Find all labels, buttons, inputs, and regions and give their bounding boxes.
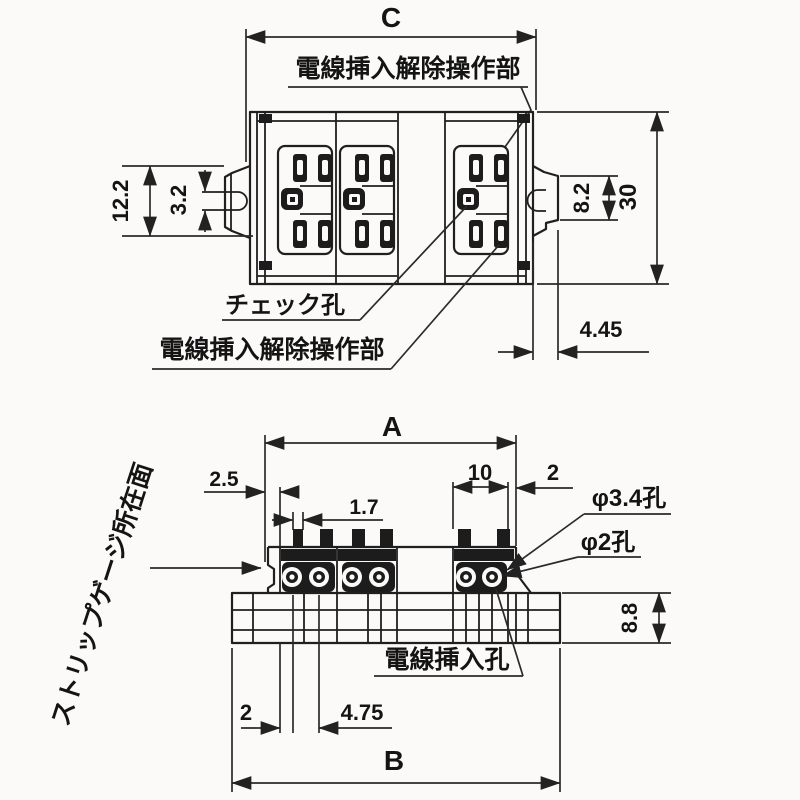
strip-gauge-label: ストリップゲージ所在面 [47, 460, 158, 730]
release-label-bottom: 電線挿入解除操作部 [159, 335, 384, 364]
dim-2-right-label: 2 [547, 460, 559, 485]
check-hole-2 [343, 188, 365, 210]
check-hole-label: チェック孔 [225, 292, 345, 319]
dim-12-2-label: 12.2 [108, 180, 133, 223]
terminal-tabs [293, 529, 510, 548]
front-upper-body [266, 529, 532, 594]
wire-hole-label: 電線挿入孔 [384, 645, 509, 674]
wire-hole-label-group: 電線挿入孔 [374, 588, 524, 677]
dim-8-8-label: 8.8 [617, 603, 642, 634]
dim-30-label: 30 [615, 184, 642, 211]
release-label-top: 電線挿入解除操作部 [295, 54, 520, 83]
pole-unit-3 [452, 144, 510, 256]
hole-2-label: φ2孔 [581, 529, 636, 556]
dim-8-2-group: 8.2 [560, 175, 618, 221]
dim-2-right-group: 2 [515, 460, 573, 495]
dim-c-label: C [381, 2, 401, 33]
check-hole-3 [457, 188, 479, 210]
dim-2-4-75-group: 2 4.75 [240, 595, 392, 735]
front-view: A 2.5 1.7 10 2 [47, 411, 671, 792]
dim-4-45-label: 4.45 [580, 317, 623, 342]
left-mounting-ear [202, 164, 251, 240]
dim-30-group: 30 [537, 111, 669, 285]
pole-unit-1 [276, 144, 334, 256]
right-mounting-ear [526, 165, 560, 237]
dim-3-2-group: 3.2 [166, 170, 212, 232]
hole-3-4-label: φ3.4孔 [592, 485, 667, 512]
dim-10-label: 10 [468, 460, 492, 485]
hole-3-4-callout: φ3.4孔 [506, 485, 671, 571]
dim-4-75-label: 4.75 [341, 700, 384, 725]
dim-3-2-label: 3.2 [166, 185, 191, 216]
dim-12-2-group: 12.2 [108, 165, 253, 237]
release-label-bottom-group: 電線挿入解除操作部 [152, 244, 500, 370]
wire-insertion-holes [282, 562, 507, 592]
dim-2-5-label: 2.5 [209, 468, 239, 491]
dim-10-group: 10 [452, 460, 509, 532]
dim-b-label: B [384, 745, 404, 776]
dim-1-7-group: 1.7 [272, 496, 383, 530]
dim-b-group: B [231, 648, 561, 792]
front-base [230, 591, 562, 645]
hole-2-callout: φ2孔 [501, 529, 641, 579]
check-hole-1 [281, 188, 303, 210]
dim-2-bottom-label: 2 [240, 700, 252, 725]
dim-8-2-label: 8.2 [569, 183, 594, 214]
dim-c-group: C [245, 2, 537, 162]
check-hole-label-group: チェック孔 [222, 205, 468, 321]
dim-2-5-group: 2.5 [204, 468, 300, 548]
dim-a-label: A [382, 411, 402, 442]
strip-gauge-group: ストリップゲージ所在面 [47, 460, 262, 730]
release-label-top-group: 電線挿入解除操作部 [288, 54, 532, 148]
top-view: C 電線挿入解除操作部 [108, 2, 669, 370]
pole-unit-2 [338, 144, 396, 256]
dim-8-8-group: 8.8 [562, 592, 671, 644]
dim-1-7-label: 1.7 [349, 496, 378, 519]
top-view-body [248, 110, 535, 286]
dim-4-45-group: 4.45 [498, 230, 649, 360]
